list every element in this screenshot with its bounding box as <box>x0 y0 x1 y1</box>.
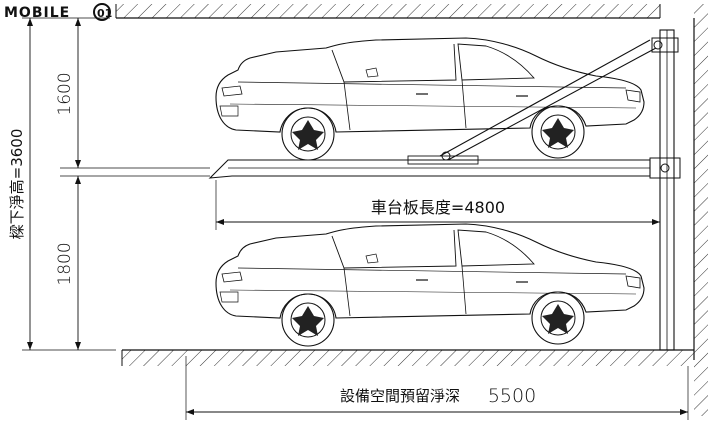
arrow-down-icon <box>75 342 81 350</box>
carriage-pivot-icon <box>660 163 670 173</box>
svg-text:01: 01 <box>97 7 112 20</box>
arrow-up-icon <box>75 176 81 184</box>
support-arm-2 <box>447 47 657 161</box>
floor-hatch <box>122 350 694 366</box>
arrow-up-icon <box>75 18 81 26</box>
arrow-down-icon <box>27 342 33 350</box>
arm-pivot-icon <box>441 151 451 161</box>
lower-car <box>215 223 645 347</box>
svg-text:MOBILE: MOBILE <box>4 5 70 21</box>
upper-clearance-label: 1600 <box>55 72 75 115</box>
upper-car <box>215 37 645 161</box>
arrow-up-icon <box>27 18 33 26</box>
platform-bracket <box>407 155 479 165</box>
arrow-right-icon <box>680 409 688 415</box>
platform-length-label: 車台板長度=4800 <box>371 198 505 217</box>
right-wall-hatch <box>694 4 708 416</box>
pulley-icon <box>653 40 663 50</box>
arrow-right-icon <box>652 219 660 225</box>
lift-carriage <box>649 157 681 179</box>
total-height-label: 樑下淨高=3600 <box>8 129 26 240</box>
support-arm-1 <box>439 39 651 157</box>
ceiling-hatch <box>116 4 660 18</box>
arrow-left-icon <box>216 219 224 225</box>
equipment-depth-label: 設備空間預留淨深 <box>340 387 460 405</box>
upper-platform <box>208 159 651 179</box>
arrow-left-icon <box>186 409 194 415</box>
mobile01-logo: MOBILE 01 <box>4 3 112 21</box>
lower-clearance-label: 1800 <box>55 242 75 285</box>
equipment-depth-value: 5500 <box>488 385 536 407</box>
arrow-down-icon <box>75 160 81 168</box>
lift-top-pulley <box>651 37 679 53</box>
platform-label-bg <box>356 196 522 218</box>
